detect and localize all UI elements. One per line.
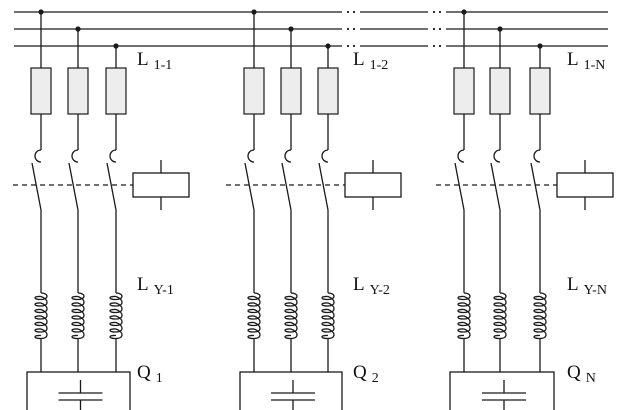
group-1-fuse-label: L 1-1: [137, 49, 172, 73]
bus-break-dot: [352, 10, 356, 14]
group-3-phase-3-fuse: [529, 67, 551, 115]
group-3-phase-1-breaker-blade: [454, 162, 465, 211]
capacitor-group-3: [436, 9, 614, 410]
fuse-label-letter: L: [567, 49, 579, 70]
group-2-phase-1-inductor-coil: [247, 292, 261, 340]
group-2-phase-1-breaker-blade: [244, 162, 255, 211]
group-2-phase-2-inductor-coil: [284, 292, 298, 340]
capacitor-label-letter: Q: [567, 362, 581, 383]
capacitor-group-2: [226, 9, 402, 410]
bus-break-dot: [432, 27, 436, 31]
group-1-phase-3-inductor-coil: [109, 292, 123, 340]
group-1-phase-3-fuse: [105, 67, 127, 115]
group-2-phase-1-contact-arc: [247, 149, 255, 163]
group-3-phase-1-inductor-coil: [457, 292, 471, 340]
inductor-label-subscript: Y-1: [154, 283, 174, 298]
group-3-fuse-label: L 1-N: [567, 49, 605, 73]
fuse-label-letter: L: [353, 49, 365, 70]
group-2-phase-2-fuse: [280, 67, 302, 115]
fuse-label-subscript: 1-2: [370, 58, 389, 73]
inductor-label-letter: L: [353, 274, 365, 295]
bus-break-dot: [346, 44, 350, 48]
group-2-breaker-actuator: [344, 172, 402, 198]
fuse-label-subscript: 1-1: [154, 58, 173, 73]
group-2-fuse-label: L 1-2: [353, 49, 388, 73]
bus-break-dot: [432, 44, 436, 48]
group-1-phase-1-fuse: [30, 67, 52, 115]
group-3-capacitor-bank: [449, 371, 555, 410]
group-1-breaker-actuator: [132, 172, 190, 198]
group-1-phase-2-fuse: [67, 67, 89, 115]
group-2-capacitor-bank: [239, 371, 343, 410]
group-3-phase-1-fuse: [453, 67, 475, 115]
capacitor-label-letter: Q: [353, 362, 367, 383]
inductor-label-letter: L: [137, 274, 149, 295]
bus-break-dot: [352, 44, 356, 48]
capacitor-label-subscript: 2: [372, 371, 379, 386]
group-1-phase-3-contact-arc: [109, 149, 117, 163]
fuse-label-letter: L: [137, 49, 149, 70]
bus-break-dot: [432, 10, 436, 14]
group-3-phase-3-contact-arc: [533, 149, 541, 163]
group-2-phase-3-fuse: [317, 67, 339, 115]
group-3-phase-2-breaker-blade: [490, 162, 501, 211]
group-3-phase-3-breaker-blade: [530, 162, 541, 211]
group-2-phase-3-inductor-coil: [321, 292, 335, 340]
bus-break-dot: [346, 10, 350, 14]
group-3-phase-2-contact-arc: [493, 149, 501, 163]
group-2-phase-2-breaker-blade: [281, 162, 292, 211]
group-3-breaker-actuator: [556, 172, 614, 198]
group-1-phase-2-inductor-coil: [71, 292, 85, 340]
bus-break-dot: [438, 10, 442, 14]
capacitor-label-subscript: N: [586, 371, 596, 386]
inductor-label-subscript: Y-N: [584, 283, 607, 298]
group-1-phase-1-breaker-blade: [31, 162, 42, 211]
group-3-inductor-label: L Y-N: [567, 274, 607, 298]
group-2-phase-3-contact-arc: [321, 149, 329, 163]
inductor-label-subscript: Y-2: [370, 283, 390, 298]
bus-break-dot: [352, 27, 356, 31]
inductor-label-letter: L: [567, 274, 579, 295]
capacitor-label-letter: Q: [137, 362, 151, 383]
group-1-phase-2-breaker-blade: [68, 162, 79, 211]
fuse-label-subscript: 1-N: [584, 58, 606, 73]
capacitor-label-subscript: 1: [156, 371, 163, 386]
group-2-phase-2-contact-arc: [284, 149, 292, 163]
group-1-phase-1-inductor-coil: [34, 292, 48, 340]
group-1-phase-3-breaker-blade: [106, 162, 117, 211]
group-3-phase-3-inductor-coil: [533, 292, 547, 340]
group-2-phase-3-breaker-blade: [318, 162, 329, 211]
bus-break-dot: [438, 27, 442, 31]
bus-break-dot: [438, 44, 442, 48]
bus-break-dot: [346, 27, 350, 31]
capacitor-group-1: [13, 9, 190, 410]
group-1-inductor-label: L Y-1: [137, 274, 174, 298]
group-3-phase-2-inductor-coil: [493, 292, 507, 340]
group-1-capacitor-bank: [26, 371, 131, 410]
group-3-phase-1-contact-arc: [457, 149, 465, 163]
group-3-phase-2-fuse: [489, 67, 511, 115]
group-2-inductor-label: L Y-2: [353, 274, 390, 298]
group-1-phase-1-contact-arc: [34, 149, 42, 163]
group-2-phase-1-fuse: [243, 67, 265, 115]
group-1-phase-2-contact-arc: [71, 149, 79, 163]
